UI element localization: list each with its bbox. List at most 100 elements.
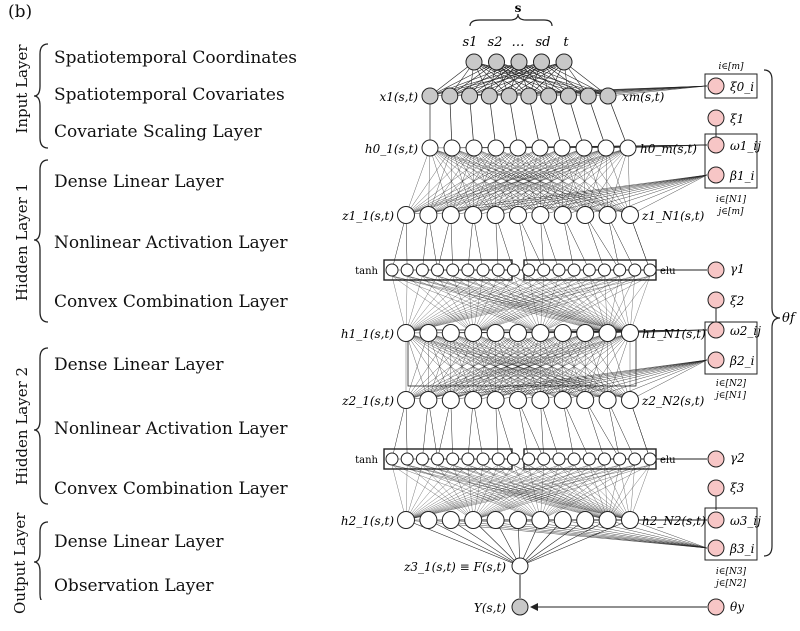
edge — [405, 332, 608, 401]
edge — [508, 95, 519, 149]
activation-node — [431, 263, 445, 277]
edge — [428, 214, 438, 271]
input-label: … — [512, 35, 525, 50]
activation-node — [431, 452, 445, 466]
edge — [629, 464, 651, 521]
edge — [429, 61, 475, 97]
edge — [405, 147, 541, 216]
edge — [405, 332, 519, 401]
input-node — [510, 53, 528, 71]
edge — [495, 147, 541, 216]
edge — [391, 464, 407, 521]
edge — [540, 464, 544, 521]
activation-node — [491, 263, 505, 277]
edge — [548, 95, 563, 149]
edge — [469, 95, 475, 149]
edge — [495, 214, 499, 271]
edge — [517, 519, 708, 549]
activation-node — [415, 263, 429, 277]
edge — [391, 275, 474, 334]
edge — [495, 174, 708, 216]
activation-node — [537, 452, 551, 466]
activation-node — [446, 263, 460, 277]
edge — [519, 519, 586, 567]
edge — [467, 275, 608, 334]
covariate-node — [540, 87, 558, 105]
edge — [483, 464, 631, 521]
edge — [467, 214, 474, 271]
covariate-node — [461, 87, 479, 105]
edge — [452, 275, 474, 334]
edge — [405, 464, 484, 521]
z3-label: z3_1(s,t) ≡ F(s,t) — [403, 560, 506, 574]
edge — [540, 275, 590, 334]
edge — [489, 61, 565, 97]
edge — [422, 275, 608, 334]
edge — [498, 464, 541, 521]
edge — [519, 519, 608, 567]
edge — [607, 275, 651, 334]
edge — [561, 147, 608, 216]
edge — [437, 275, 631, 334]
layer-label: Covariate Scaling Layer — [54, 122, 262, 142]
edge — [473, 275, 635, 334]
edge — [391, 399, 407, 460]
h2-left-label: h2_1(s,t) — [341, 514, 394, 528]
edge — [540, 464, 560, 521]
edge — [629, 275, 651, 334]
edge — [391, 275, 631, 334]
xi0-label: ξ0_i — [730, 80, 754, 94]
edge — [498, 464, 608, 521]
activation-node — [461, 263, 475, 277]
scaled-node — [619, 139, 637, 157]
edge — [539, 147, 563, 216]
edge — [452, 464, 541, 521]
param-node — [707, 261, 725, 279]
h1-left-label: h1_1(s,t) — [341, 327, 394, 341]
z1-node — [621, 206, 639, 224]
edge — [482, 275, 541, 334]
layer-label: Nonlinear Activation Layer — [54, 419, 288, 439]
edge — [607, 464, 635, 521]
h2-node — [531, 511, 550, 529]
edge — [450, 519, 521, 567]
edge — [405, 464, 651, 521]
edge — [482, 464, 608, 521]
edge — [513, 464, 608, 521]
layer-label: Nonlinear Activation Layer — [54, 233, 288, 253]
activation-node — [552, 452, 566, 466]
edge — [607, 464, 620, 521]
z1-node — [531, 206, 550, 224]
h2-node — [486, 511, 505, 529]
covariate-node — [421, 87, 439, 105]
edge — [437, 464, 608, 521]
param-node — [707, 77, 725, 95]
edge — [422, 214, 429, 271]
h2-node — [464, 511, 483, 529]
edge — [405, 464, 529, 521]
covariate-node — [480, 87, 498, 105]
input-node — [465, 53, 483, 71]
edge — [473, 275, 575, 334]
edge — [405, 464, 499, 521]
h2-node — [509, 511, 527, 529]
edge — [422, 275, 474, 334]
z1-node — [441, 206, 460, 224]
edge — [540, 275, 620, 334]
index1b-label: j∈[m] — [716, 207, 743, 217]
edge — [405, 464, 559, 521]
edge — [607, 147, 629, 216]
param-box — [704, 507, 758, 561]
edge — [629, 399, 651, 460]
edge — [473, 464, 560, 521]
scaled-node — [487, 139, 505, 157]
param-box — [704, 73, 758, 99]
edge — [473, 332, 631, 401]
layer-label: Observation Layer — [54, 576, 214, 596]
x-right-label: xm(s,t) — [622, 90, 665, 104]
edge — [405, 275, 559, 334]
edge — [498, 275, 608, 334]
edge — [528, 464, 631, 521]
edge — [405, 275, 590, 334]
edge — [405, 464, 453, 521]
